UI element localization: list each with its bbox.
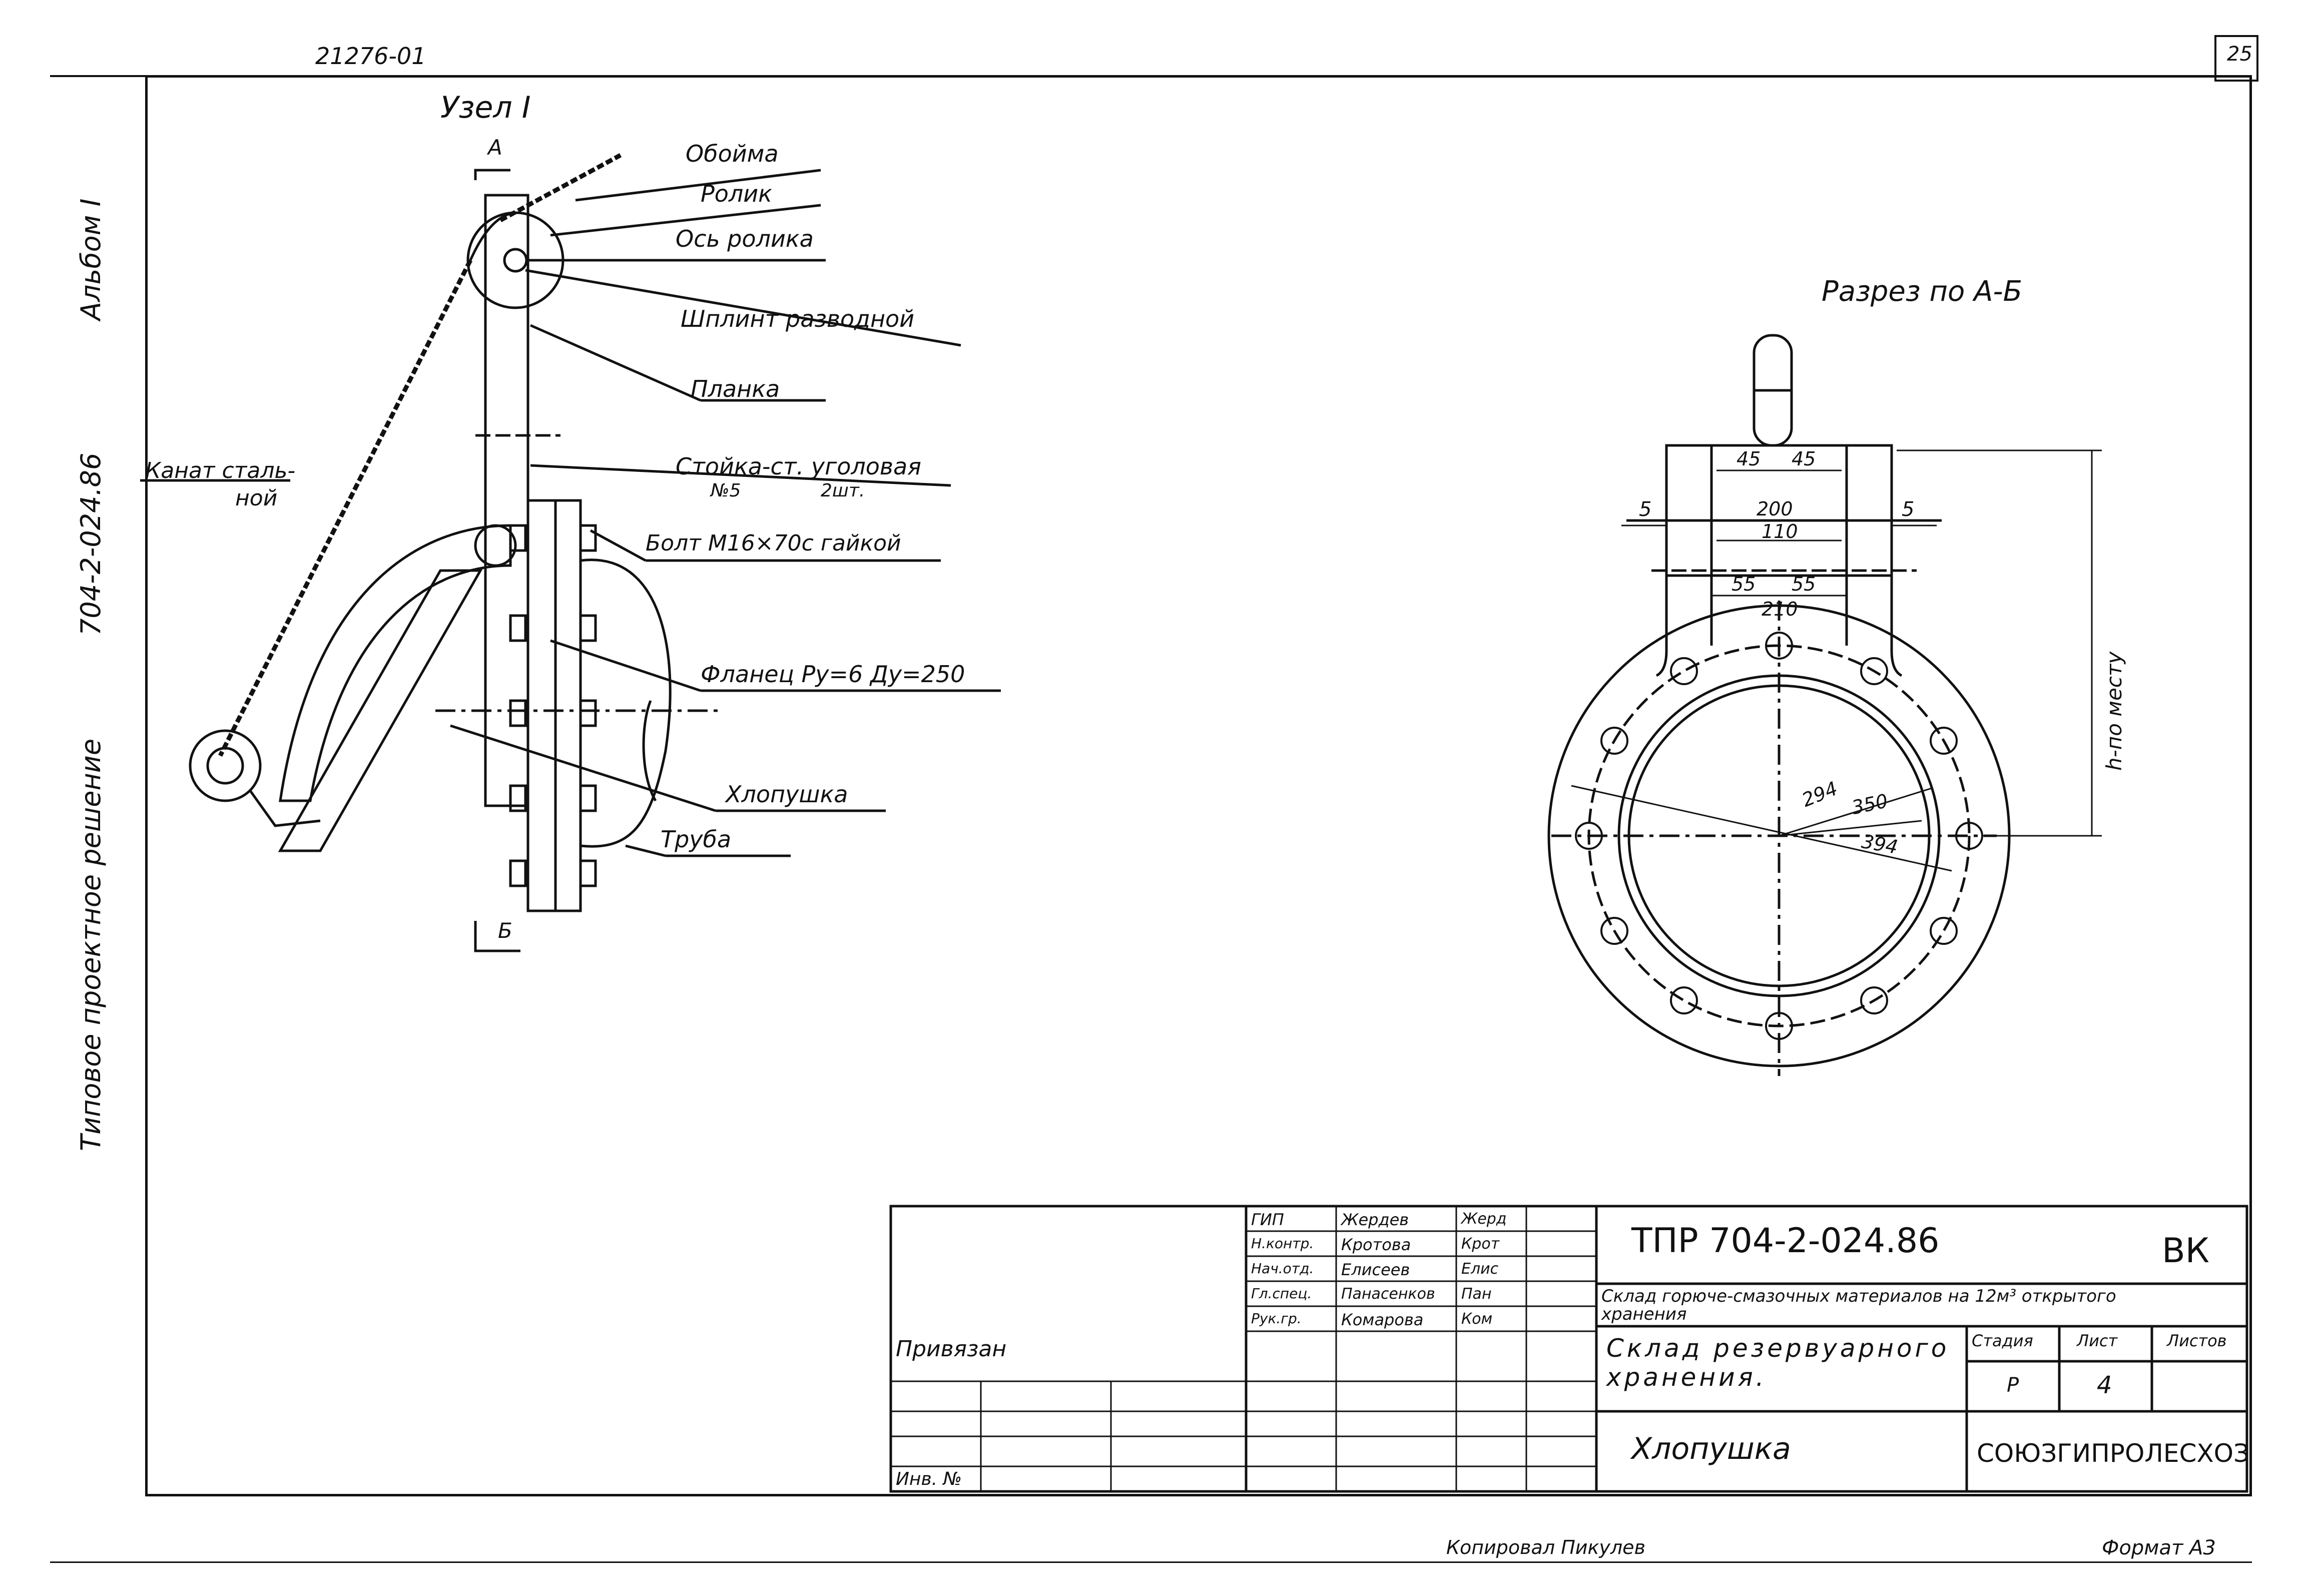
section-bolts xyxy=(1575,632,1983,1040)
tb-name-3: Панасенков xyxy=(1341,1285,1435,1303)
node-title: Узел I xyxy=(440,90,531,125)
section-mark-bottom: Б xyxy=(498,918,512,943)
section-title: Разрез по А-Б xyxy=(1822,275,2023,308)
dim-45b: 45 xyxy=(1792,448,1816,470)
copied-by: Копировал Пикулев xyxy=(1446,1536,1645,1558)
tb-stage-header: Стадия xyxy=(1972,1331,2033,1350)
tb-sub-object: Склад резервуарного хранения. xyxy=(1606,1334,1950,1392)
tb-project-code: ТПР 704-2-024.86 xyxy=(1631,1221,1940,1261)
page-number: 25 xyxy=(2227,43,2252,66)
pipe xyxy=(580,559,672,848)
flange xyxy=(526,499,557,912)
tb-role-0: ГИП xyxy=(1251,1210,1284,1229)
tb-role-2: Нач.отд. xyxy=(1251,1260,1314,1277)
dim-h: h-по месту xyxy=(2102,651,2126,771)
tb-tied-label: Привязан xyxy=(896,1336,1007,1362)
tb-name-2: Елисеев xyxy=(1341,1260,1410,1279)
tb-stage: Р xyxy=(2007,1374,2019,1397)
callout-stojka: Стойка-ст. уголовая xyxy=(676,453,921,480)
tb-drawing-name: Хлопушка xyxy=(1631,1431,1791,1466)
tb-inv-label: Инв. № xyxy=(896,1469,962,1489)
tb-role-3: Гл.спец. xyxy=(1251,1285,1312,1302)
format-label: Формат А3 xyxy=(2102,1536,2216,1559)
dim-210: 210 xyxy=(1762,598,1798,620)
tb-signature-1: Крот xyxy=(1461,1235,1500,1253)
callout-rolik: Ролик xyxy=(701,180,772,207)
lever-pivot xyxy=(474,524,517,567)
tb-sheet: 4 xyxy=(2097,1371,2112,1399)
section-mark-top: А xyxy=(488,135,502,160)
tb-name-4: Комарова xyxy=(1341,1310,1424,1329)
tb-signature-2: Елис xyxy=(1461,1260,1499,1278)
dim-110: 110 xyxy=(1762,520,1798,543)
tb-object-name: Склад горюче-смазочных материалов на 12м… xyxy=(1601,1286,2116,1324)
tb-role-4: Рук.гр. xyxy=(1251,1310,1302,1327)
title-block-lines xyxy=(889,1205,2248,1493)
callout-stojka-qty: 2шт. xyxy=(821,480,865,501)
section-arrow-top xyxy=(474,169,510,180)
tb-organization: СОЮЗГИПРОЛЕСХОЗ xyxy=(1977,1439,2250,1468)
callout-hlopushka: Хлопушка xyxy=(726,781,848,808)
tb-role-1: Н.контр. xyxy=(1251,1235,1314,1252)
callout-truba: Труба xyxy=(661,826,732,853)
callout-bolt: Болт М16×70с гайкой xyxy=(646,530,901,556)
tb-signature-0: Жерд xyxy=(1461,1210,1507,1228)
steel-rope xyxy=(218,153,622,757)
tb-section-mark: ВК xyxy=(2162,1231,2209,1271)
callout-rope-1: Канат сталь- xyxy=(145,458,296,483)
callout-flanec: Фланец Ру=6 Ду=250 xyxy=(701,661,965,688)
callout-shplint: Шплинт разводной xyxy=(681,305,915,332)
page-number-box xyxy=(2214,35,2258,82)
callout-planka: Планка xyxy=(691,375,780,402)
callout-os-rolika: Ось ролика xyxy=(676,225,814,252)
dim-5-left: 5 xyxy=(1639,498,1652,521)
callout-obojma: Обойма xyxy=(686,140,779,167)
bottom-outer-line xyxy=(50,1561,2252,1563)
tb-signature-4: Ком xyxy=(1461,1310,1493,1328)
tb-sheets-header: Листов xyxy=(2167,1331,2227,1350)
tb-name-0: Жердев xyxy=(1341,1210,1409,1229)
dim-5-right: 5 xyxy=(1902,498,1915,521)
doc-code: 21276-01 xyxy=(315,43,426,70)
section-arrow-bottom xyxy=(474,921,520,952)
top-border-line xyxy=(50,75,2247,77)
tb-signature-3: Пан xyxy=(1461,1285,1492,1303)
callout-stojka-num: №5 xyxy=(711,480,741,501)
section-stand xyxy=(1665,444,1893,577)
flap-plate xyxy=(278,569,483,852)
roller-axis xyxy=(503,248,528,273)
flange-bolts xyxy=(509,524,597,887)
dim-55b: 55 xyxy=(1792,573,1816,595)
rope-eye xyxy=(189,729,262,802)
callout-rope-2: ной xyxy=(235,485,278,511)
dim-55a: 55 xyxy=(1732,573,1756,595)
tb-sheet-header: Лист xyxy=(2077,1331,2118,1350)
stand-angle xyxy=(484,194,529,807)
tb-name-1: Кротова xyxy=(1341,1235,1411,1254)
dim-45a: 45 xyxy=(1737,448,1761,470)
dim-200: 200 xyxy=(1757,498,1793,520)
